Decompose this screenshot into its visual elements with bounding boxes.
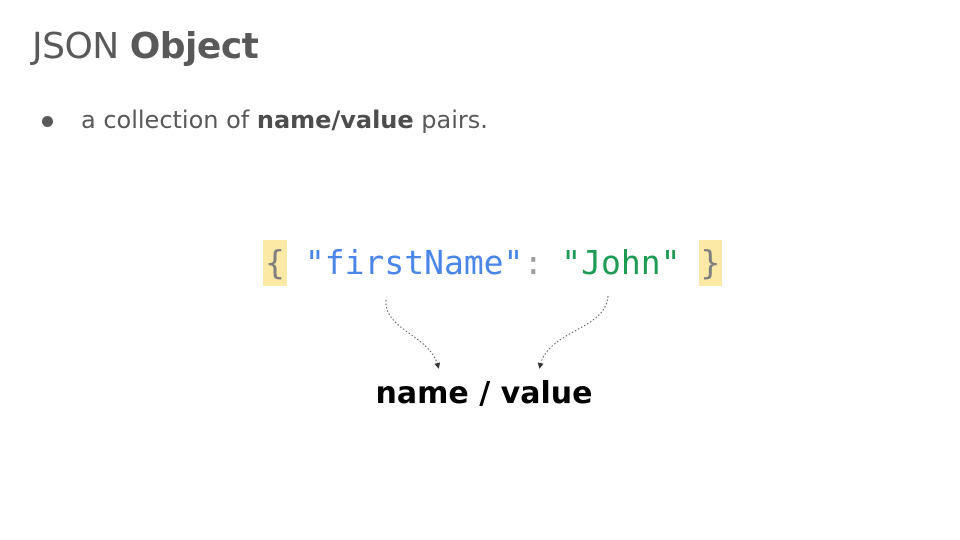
bullet-prefix: a collection of (81, 106, 250, 134)
name-arrow (385, 299, 441, 369)
open-brace: { (263, 240, 287, 286)
title-bold: Object (129, 26, 259, 67)
json-colon: : (523, 243, 544, 282)
json-example: { "firstName" : "John" } (263, 240, 723, 286)
bullet-item: a collection of name/value pairs. (42, 106, 488, 134)
caption-separator: / (479, 376, 491, 411)
value-arrow (537, 295, 609, 369)
json-key: "firstName" (304, 243, 524, 282)
bullet-text: a collection of name/value pairs. (81, 106, 488, 134)
caption-value: value (500, 376, 593, 411)
slide-title: JSON Object (32, 26, 259, 67)
bullet-suffix: pairs. (421, 106, 488, 134)
title-light: JSON (32, 26, 119, 67)
bullet-term: name/value (256, 106, 414, 134)
json-value: "John" (561, 243, 681, 282)
caption-name: name (375, 376, 469, 411)
close-brace: } (698, 240, 723, 286)
caption-name-value: name / value (0, 376, 960, 411)
bullet-dot-icon (42, 115, 53, 127)
